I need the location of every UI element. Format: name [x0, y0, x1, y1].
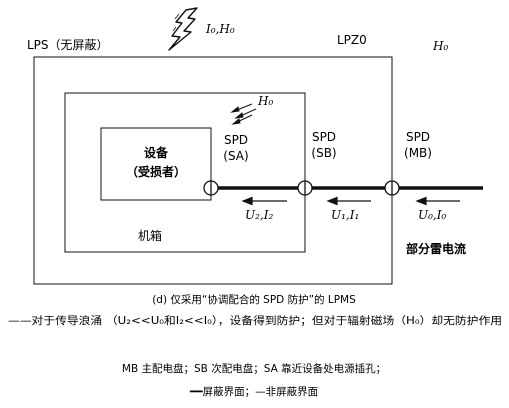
- spd-sa-symbol: [203, 180, 219, 196]
- spd-mb-title: SPD: [406, 130, 430, 144]
- spd-sb-symbol: [297, 180, 313, 196]
- legend-abbreviations: MB 主配电盘；SB 次配电盘；SA 靠近设备处电源插孔；: [122, 362, 386, 375]
- field-arrows: [230, 103, 257, 125]
- caption-title: (d) 仅采用“协调配合的 SPD 防护”的 LPMS: [152, 293, 356, 306]
- legend-lines: ━━屏蔽界面；—非屏蔽界面: [189, 386, 318, 398]
- spd-sa-title: SPD: [224, 133, 248, 147]
- current-label-u1-i1: U₁,I₁: [331, 208, 359, 222]
- current-label-u2-i2: U₂,I₂: [245, 208, 273, 222]
- partial-lightning-current-label: 部分雷电流: [406, 241, 466, 256]
- cabinet-field-label: H₀: [257, 94, 273, 108]
- spd-mb-code: (MB): [404, 146, 432, 160]
- caption-note: ——对于传导浪涌 （U₂<<U₀和I₂<<I₀），设备得到防护；但对于辐射磁场（…: [8, 314, 502, 327]
- current-arrows: [241, 196, 460, 206]
- cabinet-label: 机箱: [138, 228, 162, 243]
- current-label-u0-i0: U₀,I₀: [418, 208, 446, 222]
- lps-label: LPS（无屏蔽）: [27, 38, 109, 52]
- lightning-label: I₀,H₀: [205, 22, 235, 36]
- spd-sa-code: (SA): [223, 149, 248, 163]
- spd-sb-code: (SB): [311, 146, 336, 160]
- cabinet-boundary: [64, 92, 306, 253]
- lps-boundary: [33, 56, 393, 285]
- equipment-box: [100, 127, 212, 201]
- spd-mb-symbol: [384, 180, 400, 196]
- h0-label: H₀: [432, 39, 448, 53]
- equipment-subtitle: （受损者）: [126, 164, 186, 179]
- spd-sb-title: SPD: [312, 130, 336, 144]
- equipment-title: 设备: [144, 145, 169, 160]
- lpz0-label: LPZ0: [337, 33, 367, 47]
- lightning-icon: [168, 7, 198, 51]
